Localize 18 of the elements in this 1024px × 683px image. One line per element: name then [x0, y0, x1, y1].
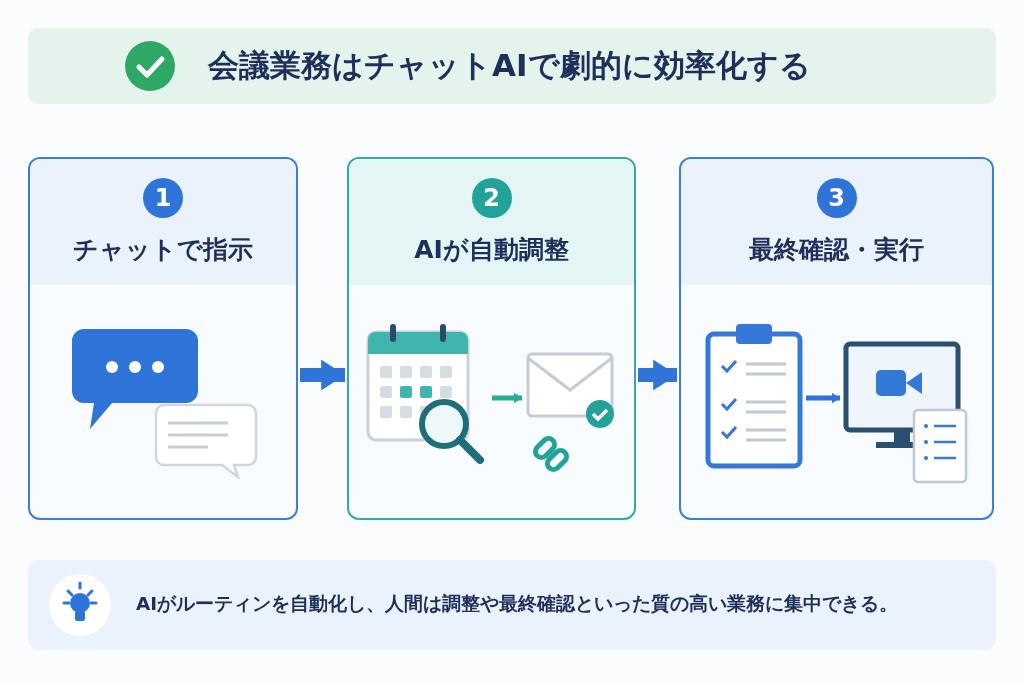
step-title: 最終確認・実行 — [748, 234, 925, 266]
arrow — [806, 392, 840, 404]
checklist-clipboard-icon — [703, 321, 804, 470]
arrow — [638, 359, 677, 391]
title: 会議業務はチャットAIで劇的に効率化する — [208, 46, 811, 85]
step-title: チャットで指示 — [72, 234, 254, 266]
arrow — [492, 392, 522, 404]
step-panel — [28, 157, 298, 520]
step-number: 1 — [143, 178, 183, 218]
video-call-monitor-icon — [841, 339, 970, 486]
note-box — [28, 560, 996, 650]
step-number: 2 — [471, 178, 512, 218]
step-title: AIが自動調整 — [413, 234, 570, 266]
step-panel — [347, 157, 636, 520]
step-number: 3 — [816, 178, 857, 218]
step-panel — [679, 157, 994, 520]
note-text: AIがルーティンを自動化し、人間は調整や最終確認といった質の高い業務に集中できる。 — [136, 592, 899, 616]
arrow — [300, 359, 345, 391]
